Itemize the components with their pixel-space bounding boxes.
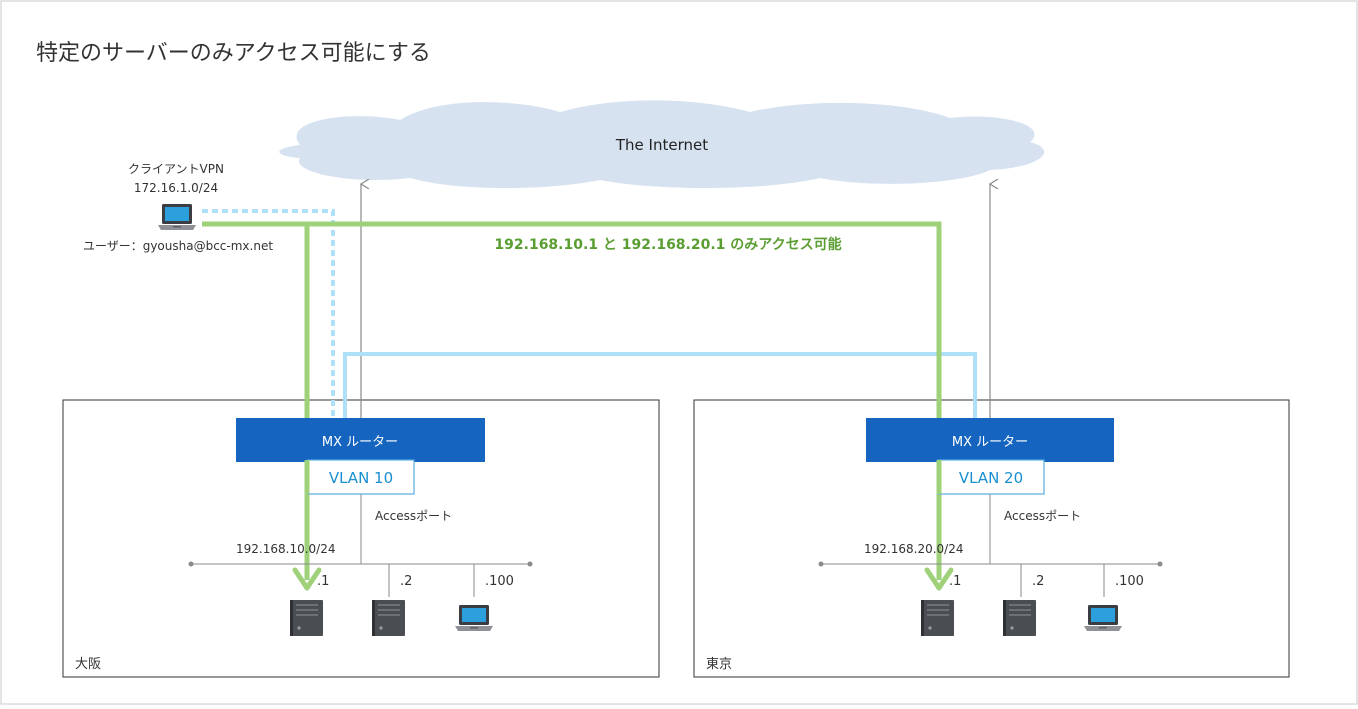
- site-name-tokyo: 東京: [706, 656, 732, 672]
- vpn-name: クライアントVPN: [128, 162, 224, 176]
- page-title: 特定のサーバーのみアクセス可能にする: [36, 41, 431, 66]
- access-note: 192.168.10.1 と 192.168.20.1 のみアクセス可能: [494, 236, 841, 253]
- port-label-tokyo: Accessポート: [1004, 509, 1081, 523]
- internet-label: The Internet: [615, 136, 708, 154]
- host-label-tokyo-2: .2: [1032, 574, 1044, 589]
- vpn-subnet: 172.16.1.0/24: [134, 181, 218, 195]
- port-label-osaka: Accessポート: [375, 509, 452, 523]
- host-label-osaka-2: .2: [400, 574, 412, 589]
- site-box-tokyo: [693, 399, 1290, 678]
- server-icon-osaka-2: [372, 600, 405, 636]
- site-tokyo: MX ルーター VLAN 20 Accessポート 192.168.20.0/2…: [706, 418, 1163, 672]
- vlan-label-tokyo: VLAN 20: [959, 469, 1023, 487]
- laptop-icon-tokyo-100: [1084, 605, 1122, 631]
- router-label-osaka: MX ルーター: [322, 435, 398, 450]
- mx-router-tokyo: [866, 418, 1114, 462]
- subnet-label-osaka: 192.168.10.0/24: [236, 542, 335, 556]
- site-osaka: MX ルーター VLAN 10 Accessポート 192.168.10.0/2…: [75, 418, 533, 672]
- host-label-osaka-100: .100: [485, 574, 514, 589]
- mx-router-osaka: [236, 418, 485, 462]
- vlan-box-tokyo: [937, 459, 1045, 495]
- host-label-osaka-1: .1: [317, 574, 329, 589]
- client-vpn-dotted-link: [202, 209, 335, 418]
- vpn-user: ユーザー：gyousha@bcc-mx.net: [83, 239, 273, 253]
- host-label-tokyo-100: .100: [1115, 574, 1144, 589]
- server-icon-tokyo-1: [921, 600, 954, 636]
- router-label-tokyo: MX ルーター: [952, 435, 1028, 450]
- vlan-label-osaka: VLAN 10: [329, 469, 393, 487]
- site-to-site-vpn-link: [343, 352, 977, 418]
- allowed-arrowhead-osaka: [292, 567, 322, 591]
- vlan-box-osaka: [307, 459, 415, 495]
- laptop-icon-osaka-100: [455, 605, 493, 631]
- server-icon-tokyo-2: [1003, 600, 1036, 636]
- host-label-tokyo-1: .1: [949, 574, 961, 589]
- subnet-label-tokyo: 192.168.20.0/24: [864, 542, 963, 556]
- server-icon-osaka-1: [290, 600, 323, 636]
- internet-cloud: The Internet: [279, 100, 1045, 189]
- site-name-osaka: 大阪: [75, 657, 101, 672]
- allowed-arrowhead-tokyo: [924, 567, 954, 591]
- client-laptop-icon: [158, 204, 196, 230]
